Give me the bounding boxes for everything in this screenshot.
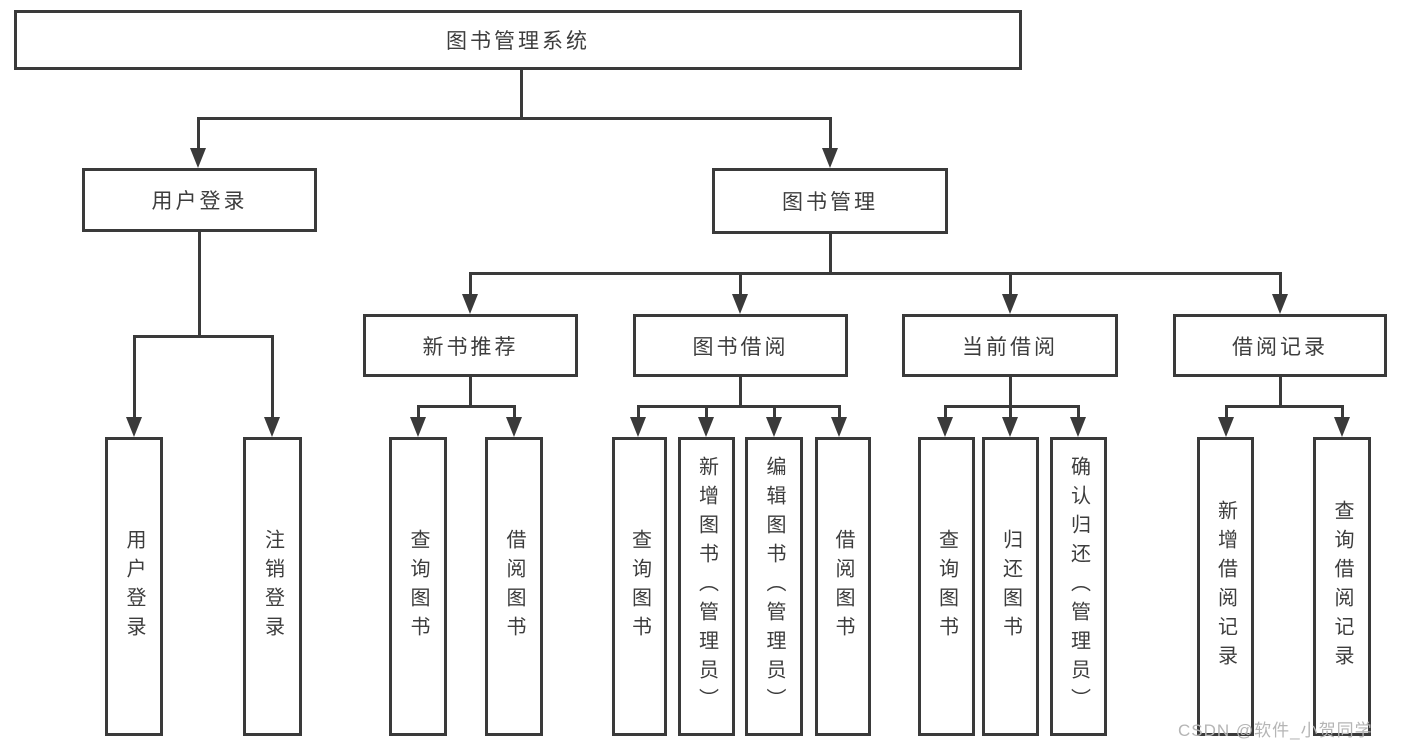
- leaf-return-book: 归还图书: [982, 437, 1039, 736]
- connector-line: [1009, 272, 1012, 296]
- leaf-borrow-book-borrow: 借阅图书: [815, 437, 871, 736]
- leaf-query-book-current: 查询图书: [918, 437, 975, 736]
- node-current-borrow: 当前借阅: [902, 314, 1118, 377]
- arrow-down-icon: [410, 417, 426, 437]
- node-library-management-system: 图书管理系统: [14, 10, 1022, 70]
- node-book-borrow: 图书借阅: [633, 314, 848, 377]
- connector-line: [1009, 377, 1012, 408]
- connector-line: [1341, 405, 1344, 419]
- connector-line: [469, 272, 472, 296]
- node-user-login: 用户登录: [82, 168, 317, 232]
- leaf-user-login: 用户登录: [105, 437, 163, 736]
- arrow-down-icon: [732, 294, 748, 314]
- arrow-down-icon: [698, 417, 714, 437]
- arrow-down-icon: [1002, 294, 1018, 314]
- connector-line: [1279, 377, 1282, 408]
- leaf-edit-book-admin: 编辑图书（管理员）: [745, 437, 803, 736]
- connector-line: [739, 377, 742, 408]
- csdn-watermark: CSDN @软件_小贺同学: [1178, 721, 1373, 740]
- leaf-query-borrow-record: 查询借阅记录: [1313, 437, 1371, 736]
- leaf-borrow-book-new: 借阅图书: [485, 437, 543, 736]
- node-book-management: 图书管理: [712, 168, 948, 234]
- connector-line: [198, 232, 201, 338]
- connector-line: [637, 405, 640, 419]
- connector-line: [944, 405, 1080, 408]
- leaf-logout: 注销登录: [243, 437, 302, 736]
- connector-line: [1225, 405, 1344, 408]
- connector-line: [513, 405, 516, 419]
- connector-line: [133, 335, 136, 419]
- node-new-book-recommend: 新书推荐: [363, 314, 578, 377]
- connector-line: [271, 335, 274, 419]
- connector-line: [197, 117, 200, 150]
- leaf-query-book-borrow: 查询图书: [612, 437, 667, 736]
- arrow-down-icon: [1218, 417, 1234, 437]
- arrow-down-icon: [462, 294, 478, 314]
- arrow-down-icon: [264, 417, 280, 437]
- leaf-confirm-return-admin: 确认归还（管理员）: [1050, 437, 1107, 736]
- arrow-down-icon: [126, 417, 142, 437]
- arrow-down-icon: [1070, 417, 1086, 437]
- leaf-add-borrow-record: 新增借阅记录: [1197, 437, 1254, 736]
- connector-line: [520, 70, 523, 119]
- connector-line: [469, 377, 472, 408]
- connector-line: [1009, 405, 1012, 419]
- connector-line: [838, 405, 841, 419]
- arrow-down-icon: [937, 417, 953, 437]
- connector-line: [1225, 405, 1228, 419]
- connector-line: [417, 405, 516, 408]
- connector-line: [944, 405, 947, 419]
- leaf-add-book-admin: 新增图书（管理员）: [678, 437, 735, 736]
- connector-line: [829, 117, 832, 150]
- arrow-down-icon: [822, 148, 838, 168]
- connector-line: [1279, 272, 1282, 296]
- arrow-down-icon: [630, 417, 646, 437]
- node-borrow-record: 借阅记录: [1173, 314, 1387, 377]
- arrow-down-icon: [1272, 294, 1288, 314]
- connector-line: [739, 272, 742, 296]
- arrow-down-icon: [831, 417, 847, 437]
- connector-line: [417, 405, 420, 419]
- connector-line: [469, 272, 1282, 275]
- leaf-query-book-new: 查询图书: [389, 437, 447, 736]
- arrow-down-icon: [190, 148, 206, 168]
- arrow-down-icon: [1334, 417, 1350, 437]
- connector-line: [637, 405, 841, 408]
- connector-line: [829, 234, 832, 275]
- connector-line: [197, 117, 832, 120]
- connector-line: [133, 335, 274, 338]
- connector-line: [1077, 405, 1080, 419]
- connector-line: [773, 405, 776, 419]
- connector-line: [705, 405, 708, 419]
- arrow-down-icon: [766, 417, 782, 437]
- arrow-down-icon: [1002, 417, 1018, 437]
- arrow-down-icon: [506, 417, 522, 437]
